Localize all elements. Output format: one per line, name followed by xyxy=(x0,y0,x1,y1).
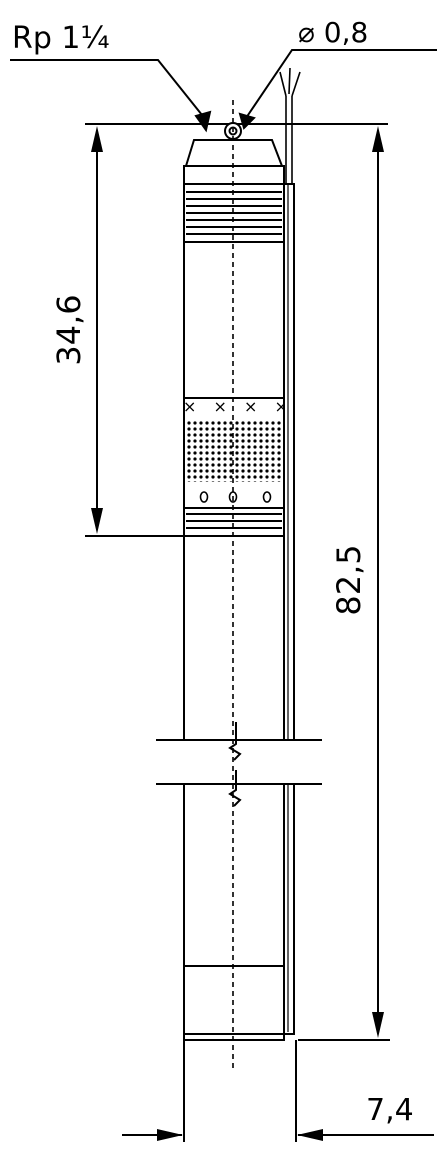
lower-thread-rings xyxy=(186,513,282,529)
cable-guard xyxy=(283,183,295,1035)
upper-section-dimension-line xyxy=(91,126,103,534)
intake-x-marks: × × × × xyxy=(183,397,294,416)
break-lines xyxy=(150,722,330,807)
cable-leader xyxy=(238,49,437,130)
upper-thread-rings xyxy=(186,191,282,235)
cable-diameter-label: ⌀ 0,8 xyxy=(298,16,368,49)
diameter-label: 7,4 xyxy=(366,1093,414,1128)
upper-section-height-label: 34,6 xyxy=(50,294,88,365)
thread-leader xyxy=(10,59,212,133)
cable xyxy=(279,67,301,184)
overall-height-dimension-line xyxy=(372,126,384,1038)
overall-height-label: 82,5 xyxy=(330,544,368,615)
intake-screen: × × × × xyxy=(183,397,294,503)
pump-body xyxy=(183,122,294,1041)
diameter-dimension-line xyxy=(122,1040,434,1142)
thread-size-label: Rp 1¼ xyxy=(12,21,110,56)
